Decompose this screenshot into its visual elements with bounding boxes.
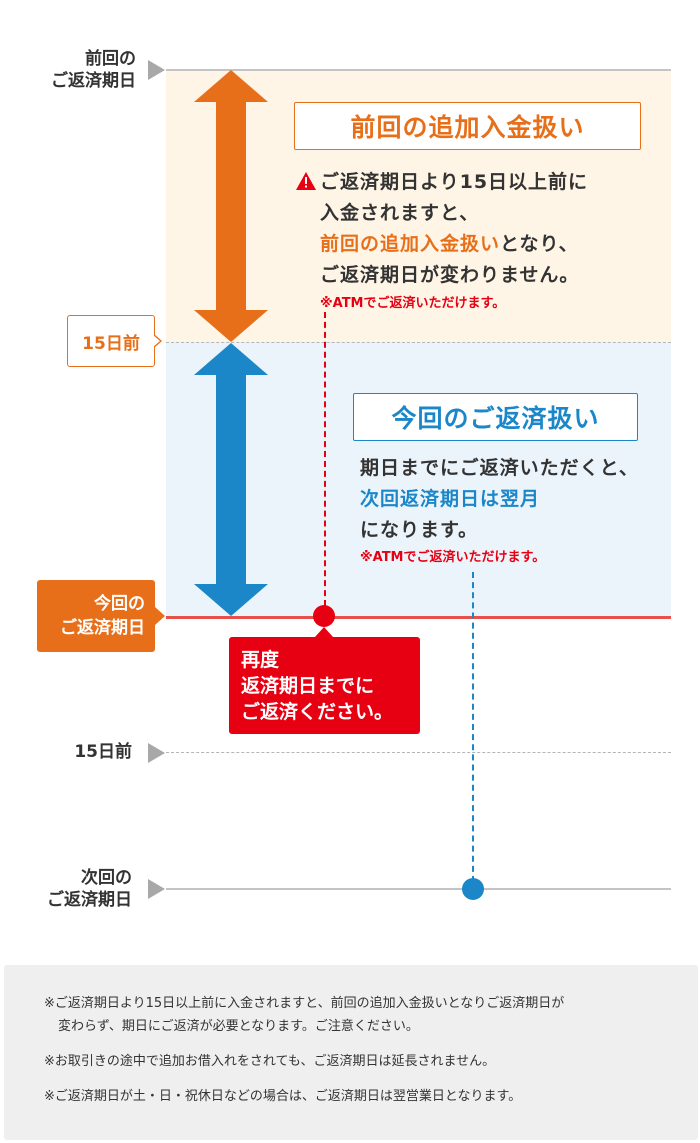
current-due-tag: 今回の ご返済期日 xyxy=(37,580,165,652)
prev-section-atm-note: ※ATMでご返済いただけます。 xyxy=(320,296,506,311)
repay-again-callout: 再度 返済期日までに ご返済ください。 xyxy=(229,627,420,734)
footnote-2: ※お取引きの途中で追加お借入れをされても、ご返済期日は延長されません。 xyxy=(44,1054,496,1069)
prev-section-line3-rest: となり、 xyxy=(500,233,579,255)
prev-section-line3: 前回の追加入金扱いとなり、 xyxy=(320,229,588,260)
fifteen-days-before-line xyxy=(166,342,671,343)
footnote-3: ※ご返済期日が土・日・祝休日などの場合は、ご返済期日は翌営業日となります。 xyxy=(44,1089,522,1104)
current-due-tag-line2: ご返済期日 xyxy=(60,618,145,638)
footnotes-panel: ※ご返済期日より15日以上前に入金されますと、前回の追加入金扱いとなりご返済期日… xyxy=(4,965,698,1140)
fifteen-days-before-label-text: 15日前 xyxy=(74,742,132,762)
warning-icon xyxy=(296,172,316,190)
footnote-1: ※ご返済期日より15日以上前に入金されますと、前回の追加入金扱いとなりご返済期日… xyxy=(44,996,565,1011)
prev-section-highlight: 前回の追加入金扱い xyxy=(320,233,501,255)
fifteen-days-before-tag-text: 15日前 xyxy=(82,333,140,354)
next-due-label: 次回の ご返済期日 xyxy=(20,867,132,911)
prev-section-text: ご返済期日より15日以上前に 入金されますと、 前回の追加入金扱いとなり、 ご返… xyxy=(320,167,588,291)
next-due-label-line1: 次回の xyxy=(81,868,132,888)
current-section-line3: になります。 xyxy=(360,519,479,541)
prev-section-title: 前回の追加入金扱い xyxy=(294,102,641,150)
prev-due-label: 前回の ご返済期日 xyxy=(20,48,136,92)
current-due-tag-line1: 今回の xyxy=(94,594,145,614)
current-section-text: 期日までにご返済いただくと、 次回返済期日は翌月 になります。 xyxy=(360,453,639,546)
fifteen-days-before-tag: 15日前 xyxy=(67,315,162,367)
prev-section-line2: 入金されますと、 xyxy=(320,202,480,224)
current-section-highlight: 次回返済期日は翌月 xyxy=(360,488,541,510)
next-due-label-line2: ご返済期日 xyxy=(47,890,132,910)
fifteen-days-before-label: 15日前 xyxy=(20,741,132,763)
current-period-band xyxy=(166,342,671,618)
orange-double-arrow-icon xyxy=(194,70,268,342)
prev-section-line4: ご返済期日が変わりません。 xyxy=(320,264,580,286)
blue-double-arrow-icon xyxy=(194,343,268,616)
current-section-title-text: 今回のご返済扱い xyxy=(391,404,600,433)
fifteen-days-before-next-line xyxy=(166,752,671,753)
prev-due-marker-icon xyxy=(148,60,165,80)
current-section-atm-note: ※ATMでご返済いただけます。 xyxy=(360,550,546,565)
prev-due-label-line1: 前回の xyxy=(85,49,136,69)
blue-dashed-connector xyxy=(472,572,474,882)
prev-due-label-line2: ご返済期日 xyxy=(51,71,136,91)
fifteen-days-marker-icon xyxy=(148,743,165,763)
callout-line2: 返済期日までに xyxy=(241,675,375,697)
footnote-1-cont: 変わらず、期日にご返済が必要となります。ご注意ください。 xyxy=(58,1019,419,1034)
prev-due-line xyxy=(166,69,671,71)
blue-dot-marker xyxy=(462,878,484,900)
callout-line1: 再度 xyxy=(241,649,280,671)
red-dashed-connector xyxy=(324,312,326,606)
callout-line3: ご返済ください。 xyxy=(241,701,394,723)
current-due-line xyxy=(166,616,671,619)
next-due-line xyxy=(166,888,671,890)
current-section-line1: 期日までにご返済いただくと、 xyxy=(360,457,639,479)
next-due-marker-icon xyxy=(148,879,165,899)
prev-section-title-text: 前回の追加入金扱い xyxy=(350,113,585,142)
red-dot-marker xyxy=(313,605,335,627)
current-section-title: 今回のご返済扱い xyxy=(353,393,638,441)
prev-section-line1: ご返済期日より15日以上前に xyxy=(320,171,589,193)
